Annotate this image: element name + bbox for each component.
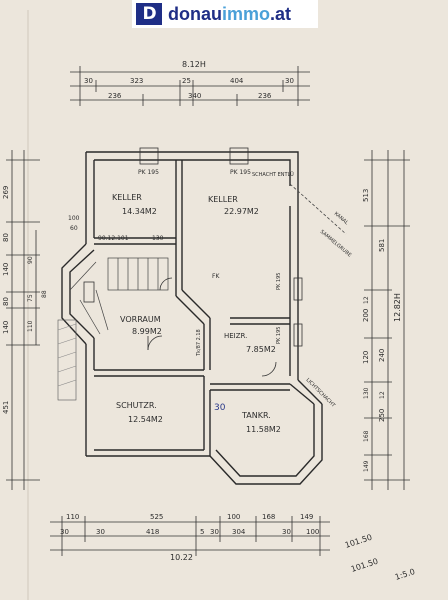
note-3: 1:5.0 — [394, 567, 416, 582]
dim-right-6: 250 — [378, 409, 386, 422]
right-dimension-lines — [364, 150, 410, 490]
room-heizr-name: HEIZR. — [224, 332, 247, 340]
dim-left-5: 140 — [2, 321, 10, 334]
dim-right-overall: 12.82H — [393, 293, 402, 322]
bottom-dimension-lines — [50, 516, 330, 556]
dim-right-3: 200 — [362, 309, 370, 322]
brand-name-part1: donau — [168, 3, 222, 24]
room-vorraum-area: 8.99M2 — [132, 327, 162, 336]
dim-top-second-3: 236 — [258, 92, 272, 100]
label-sammelgrube: SAMMELGRUBE — [319, 229, 353, 259]
label-pk-2: PK 195 — [230, 169, 251, 176]
dim-left-small-2: 75 — [27, 294, 34, 302]
dim-bottom-second-8: 100 — [306, 528, 319, 536]
walls — [61, 151, 323, 485]
room-schutzr-name: SCHUTZR. — [116, 401, 157, 410]
left-hatch — [57, 319, 77, 401]
drain-line — [289, 183, 347, 235]
label-door-60: 60 — [70, 225, 78, 232]
label-pk-1: PK 195 — [138, 169, 159, 176]
dim-left-small-3: 90 — [27, 256, 34, 264]
label-lichtschacht: LICHTSCHACHT — [305, 377, 337, 409]
dim-bottom-2: 525 — [150, 513, 163, 521]
room-vorraum-name: VORRAUM — [120, 315, 161, 324]
dim-top-seg-5: 30 — [285, 77, 294, 85]
dim-left-small-4: 110 — [27, 320, 34, 332]
dim-left-4: 80 — [2, 297, 10, 306]
dim-right-small-1: 130 — [363, 387, 370, 399]
room-keller2-area: 22.97M2 — [224, 207, 259, 216]
brand-name: donauimmo.at — [168, 4, 291, 25]
dim-left-2: 80 — [2, 233, 10, 242]
dim-right-4: 240 — [378, 349, 386, 362]
dim-top-second-1: 236 — [108, 92, 122, 100]
dim-top-seg-1: 30 — [84, 77, 93, 85]
dim-bottom-overall: 10.22 — [170, 553, 193, 562]
note-2: 101.50 — [350, 557, 379, 574]
top-dimension-lines — [70, 66, 310, 106]
dim-right-1: 513 — [362, 189, 370, 202]
brand-name-part2: immo — [222, 3, 271, 24]
dim-right-small-3: 12 — [363, 296, 370, 304]
dim-top-seg-4: 404 — [230, 77, 244, 85]
room-tankr-name: TANKR. — [241, 411, 271, 420]
room-tankr-area: 11.58M2 — [246, 425, 281, 434]
room-keller1-area: 14.34M2 — [122, 207, 157, 216]
doors — [147, 277, 277, 377]
windows — [83, 147, 303, 347]
label-door-130: 130 — [152, 235, 164, 242]
dim-bottom-second-2: 30 — [96, 528, 105, 536]
dim-right-small-2: 12 — [379, 391, 386, 399]
dim-right-2: 581 — [378, 239, 386, 252]
dim-bottom-3: 100 — [227, 513, 240, 521]
room-heizr-area: 7.85M2 — [246, 345, 276, 354]
dim-bottom-second-7: 30 — [282, 528, 291, 536]
label-blue-30: 30 — [214, 403, 226, 413]
room-keller1-name: KELLER — [112, 193, 142, 202]
dim-left-small-1: 88 — [41, 290, 48, 298]
dim-left-6: 451 — [2, 401, 10, 414]
dim-top-overall: 8.12H — [182, 60, 206, 69]
dim-right-small-4: 168 — [363, 430, 370, 442]
dim-right-5: 120 — [362, 351, 370, 364]
label-pk-3: PK 195 — [276, 273, 282, 290]
dim-left-3: 140 — [2, 263, 10, 276]
brand-name-part3: .at — [270, 3, 292, 24]
dim-bottom-second-5: 30 — [210, 528, 219, 536]
label-tk: Tk/87 2.18 — [196, 329, 202, 357]
dim-top-seg-2: 323 — [130, 77, 143, 85]
dim-top-seg-3: 25 — [182, 77, 191, 85]
donauimmo-logo-icon: D — [136, 3, 162, 25]
label-fk: FK — [212, 273, 220, 280]
label-stairs-width: 90.12.101 — [98, 235, 129, 242]
left-dimension-lines — [6, 150, 40, 490]
label-door-100: 100 — [68, 215, 80, 222]
label-pk-4: PK 195 — [276, 327, 282, 344]
brand-header[interactable]: D donauimmo.at — [132, 0, 318, 28]
dim-bottom-5: 149 — [300, 513, 313, 521]
dim-right-small-5: 149 — [363, 460, 370, 472]
room-keller2-name: KELLER — [208, 195, 238, 204]
label-schacht: SCHACHT ENTLÜ — [252, 171, 294, 178]
note-1: 101.50 — [344, 533, 373, 550]
dim-bottom-second-1: 30 — [60, 528, 69, 536]
dim-bottom-second-3: 418 — [146, 528, 159, 536]
dim-bottom-second-6: 304 — [232, 528, 246, 536]
dim-bottom-second-4: 5 — [200, 528, 204, 536]
stairs — [69, 257, 169, 335]
dim-bottom-1: 110 — [66, 513, 79, 521]
dim-top-second-2: 340 — [188, 92, 201, 100]
dim-bottom-4: 168 — [262, 513, 275, 521]
room-schutzr-area: 12.54M2 — [128, 415, 163, 424]
dim-left-1: 269 — [2, 186, 10, 199]
